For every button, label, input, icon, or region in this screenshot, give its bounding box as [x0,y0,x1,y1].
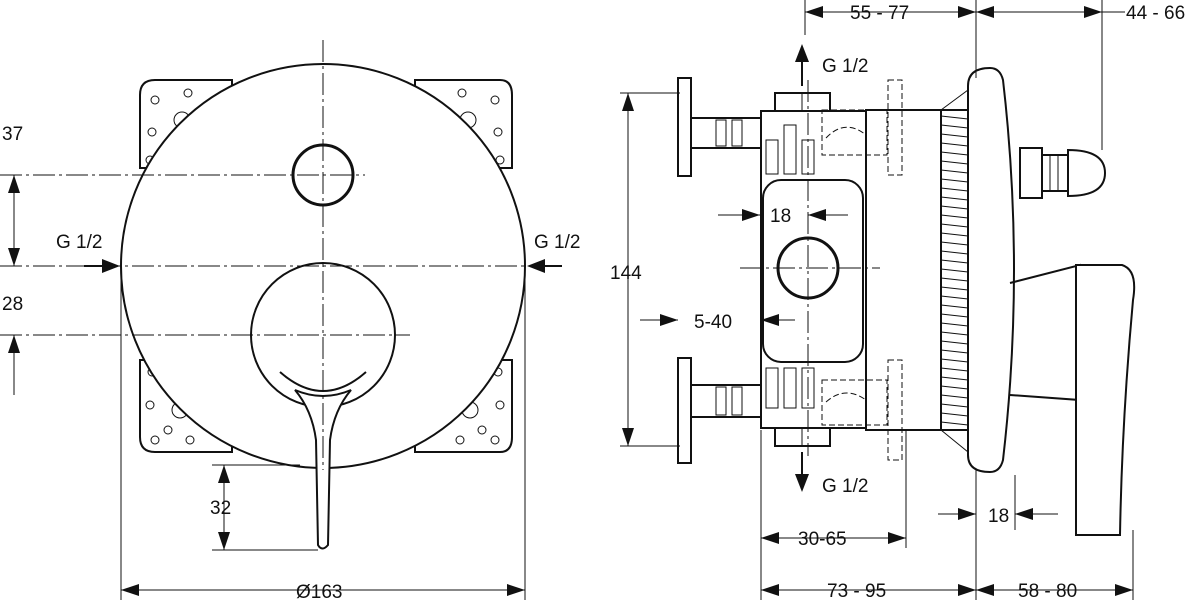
thread-line [940,151,969,156]
thread-line [940,124,969,129]
dimension-37-label: 37 [2,124,23,145]
dimension-28-label: 28 [2,294,23,315]
threaded-sleeve [865,109,942,431]
dimension-44-66-label: 44 - 66 [1126,3,1185,24]
dimension-73-95-label: 73 - 95 [827,581,886,602]
thread-line [940,142,969,147]
thread-line [940,187,969,192]
thread-line [940,169,969,174]
thread-line [940,367,969,372]
thread-line [940,115,969,120]
thread-line [940,313,969,318]
thread-line [940,322,969,327]
thread-line [940,205,969,210]
dimension-58-80-label: 58 - 80 [1018,581,1077,602]
stop-valve-top [677,77,762,177]
front-view: 37 28 G 1/2 G 1/2 32 Ø163 [0,40,580,603]
dimension-5-40-label: 5-40 [694,312,732,333]
thread-line [940,376,969,381]
outlet-bottom-label: G 1/2 [822,476,868,497]
thread-line [940,214,969,219]
thread-line [940,403,969,408]
thread-line [940,223,969,228]
thread-line [940,349,969,354]
thread-line [940,196,969,201]
thread-line [940,268,969,273]
thread-line [940,178,969,183]
side-view: G 1/2 G 1/2 55 - 77 44 - 66 144 [610,0,1185,602]
thread-line [940,412,969,417]
thread-line [940,160,969,165]
inlet-left-label: G 1/2 [56,232,102,253]
thread-line [940,304,969,309]
dimension-32-label: 32 [210,498,231,519]
inlet-right-label: G 1/2 [534,232,580,253]
thread-line [940,340,969,345]
stop-valve-bottom [677,357,762,464]
thread-line [940,259,969,264]
dimension-55-77-label: 55 - 77 [850,3,909,24]
thread-line [940,394,969,399]
dimension-30-65-label: 30-65 [798,529,847,550]
thread-line [940,133,969,138]
cover-plate-profile [967,66,1015,474]
thread-line [940,241,969,246]
dimension-18-lever-label: 18 [988,506,1009,527]
dimension-144-label: 144 [610,263,642,284]
diverter-knob-profile [1019,147,1107,199]
lever-profile [1009,263,1136,536]
thread-line [940,295,969,300]
dimension-diameter-label: Ø163 [296,582,342,603]
thread-line [940,331,969,336]
outlet-top-label: G 1/2 [822,56,868,77]
thread-line [940,385,969,390]
thread-line [940,358,969,363]
thread-line [940,286,969,291]
thread-line [940,232,969,237]
thread-line [940,421,969,426]
thread-line [940,250,969,255]
thread-line [940,277,969,282]
dimension-18-body-label: 18 [770,206,791,227]
